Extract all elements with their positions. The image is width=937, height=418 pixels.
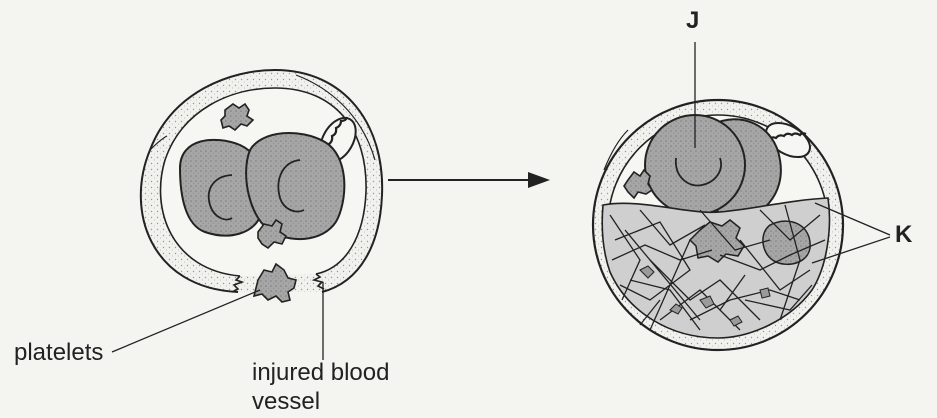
platelets-leader-line <box>112 290 260 352</box>
platelets-label: platelets <box>14 340 103 366</box>
injured-vessel-label-line2: vessel <box>252 389 320 415</box>
j-label: J <box>686 8 699 34</box>
k-label: K <box>895 222 912 248</box>
transition-arrow <box>388 172 550 188</box>
injured-vessel-label-line1: injured blood <box>252 360 389 386</box>
injured-vessel-drawing <box>112 70 382 360</box>
clot-vessel-drawing <box>593 42 890 350</box>
red-blood-cell <box>246 133 344 239</box>
